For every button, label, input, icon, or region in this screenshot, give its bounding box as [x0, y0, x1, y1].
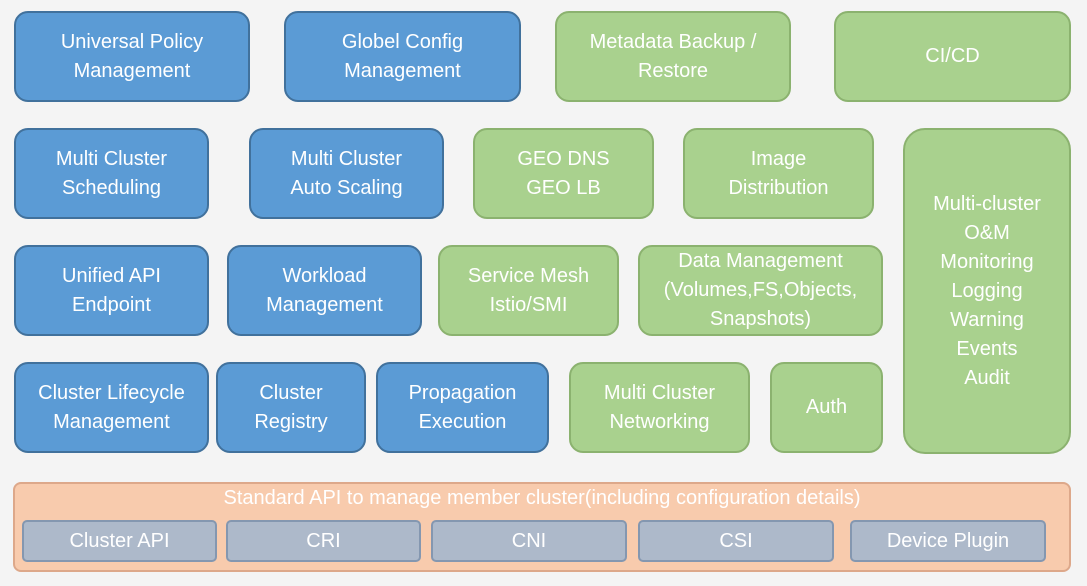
cluster-registry-box: Cluster Registry	[216, 362, 366, 453]
propagation-execution-box: Propagation Execution	[376, 362, 549, 453]
universal-policy-management-box: Universal Policy Management	[14, 11, 250, 102]
cluster-lifecycle-management-box: Cluster Lifecycle Management	[14, 362, 209, 453]
unified-api-endpoint-box: Unified API Endpoint	[14, 245, 209, 336]
device-plugin-box: Device Plugin	[850, 520, 1046, 562]
service-mesh-box: Service Mesh Istio/SMI	[438, 245, 619, 336]
standard-api-title: Standard API to manage member cluster(in…	[223, 487, 861, 509]
cluster-api-box: Cluster API	[22, 520, 217, 562]
metadata-backup-restore-box: Metadata Backup / Restore	[555, 11, 791, 102]
geo-dns-geo-lb-box: GEO DNS GEO LB	[473, 128, 654, 219]
globel-config-management-box: Globel Config Management	[284, 11, 521, 102]
cni-box: CNI	[431, 520, 627, 562]
multi-cluster-auto-scaling-box: Multi Cluster Auto Scaling	[249, 128, 444, 219]
data-management-box: Data Management (Volumes,FS,Objects, Sna…	[638, 245, 883, 336]
image-distribution-box: Image Distribution	[683, 128, 874, 219]
csi-box: CSI	[638, 520, 834, 562]
multi-cluster-om-box: Multi-cluster O&M Monitoring Logging War…	[903, 128, 1071, 454]
multi-cluster-scheduling-box: Multi Cluster Scheduling	[14, 128, 209, 219]
auth-box: Auth	[770, 362, 883, 453]
cri-box: CRI	[226, 520, 421, 562]
multi-cluster-networking-box: Multi Cluster Networking	[569, 362, 750, 453]
ci-cd-box: CI/CD	[834, 11, 1071, 102]
workload-management-box: Workload Management	[227, 245, 422, 336]
